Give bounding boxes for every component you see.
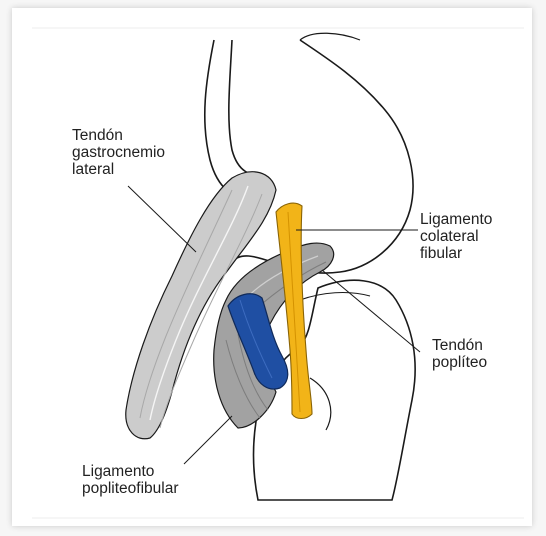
femoral-condyle [232, 40, 413, 273]
femur-top-edge [300, 33, 360, 40]
label-gastrocnemius-3: lateral [72, 161, 114, 178]
tibia-fibula [254, 280, 416, 500]
leader-pfl [184, 416, 232, 464]
label-gastrocnemius-1: Tendón [72, 127, 123, 144]
leader-gastrocnemius [128, 186, 196, 252]
label-fcl-3: fibular [420, 245, 462, 262]
label-popliteus-2: poplíteo [432, 354, 487, 371]
femur-outline-inner [229, 40, 262, 174]
label-popliteus-1: Tendón [432, 337, 483, 354]
label-pfl-1: Ligamento [82, 463, 154, 480]
label-gastrocnemius-2: gastrocnemio [72, 144, 165, 161]
label-fcl-2: colateral [420, 228, 479, 245]
label-pfl-2: popliteofibular [82, 480, 179, 497]
label-fcl-1: Ligamento [420, 211, 492, 228]
